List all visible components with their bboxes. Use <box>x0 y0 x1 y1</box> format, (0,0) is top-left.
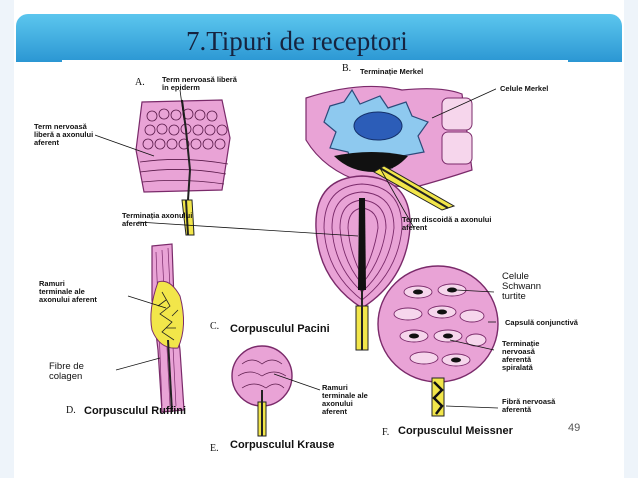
bg-stripe <box>0 0 14 478</box>
label-ruffini-branches: Ramuri terminale ale axonului aferent <box>36 278 100 306</box>
label-meissner: Corpusculul Meissner <box>398 425 513 437</box>
label-spiral-termination: Terminație nervoasă aferentă spiralată <box>502 340 539 372</box>
label-axon-termination: Terminația axonului aferent <box>122 212 192 228</box>
receptor-illustration <box>91 85 499 437</box>
label-ruffini: Corpusculul Ruffini <box>84 405 187 417</box>
label-line: Term nervoasă <box>34 122 87 131</box>
panel-f-meissner <box>377 265 499 417</box>
label-line: Fibră nervoasă <box>502 397 556 406</box>
label-line: Terminație <box>502 339 540 348</box>
panel-letter-d: D. <box>66 405 76 416</box>
label-schwann-cells: Celule Schwann turtite <box>502 272 541 302</box>
bg-stripe <box>624 0 638 478</box>
label-line: Ramuri <box>39 279 65 288</box>
label-line: aferent <box>34 137 60 147</box>
title-banner <box>16 14 622 62</box>
label-line: aferentă <box>502 354 532 364</box>
label-line: axonului <box>322 398 353 408</box>
panel-a-free-nerve-ending <box>135 99 231 236</box>
panel-e-krause <box>231 345 293 437</box>
label-line: liberă a axonului <box>34 129 94 139</box>
label-collagen-fibres: Fibre de colagen <box>46 360 87 384</box>
label-pacini: Corpusculul Pacini <box>230 323 330 335</box>
label-line: spiralată <box>502 362 533 372</box>
panel-letter-c: C. <box>210 321 220 332</box>
label-line: Term nervoasă liberă <box>162 75 237 84</box>
panel-letter-e: E. <box>210 443 219 454</box>
panel-c-pacini <box>315 175 411 351</box>
panel-d-ruffini <box>150 243 185 413</box>
label-line: axonului aferent <box>39 294 97 304</box>
label-line: Term discoidă a axonului <box>402 215 492 224</box>
label-afferent-fibre: Fibră nervoasă aferentă <box>502 398 555 414</box>
panel-letter-a: A. <box>135 77 145 88</box>
label-line: aferentă <box>502 404 532 414</box>
label-line: aferent <box>322 406 348 416</box>
label-line: aferent <box>122 218 148 228</box>
label-line: turtite <box>502 290 526 302</box>
label-line: Terminația axonului <box>122 211 193 220</box>
label-disc-termination: Term discoidă a axonului aferent <box>402 216 491 232</box>
panel-letter-f: F. <box>382 427 390 438</box>
label-line: nervoasă <box>502 346 535 356</box>
label-line: colagen <box>49 370 83 382</box>
receptor-figure: A. B. C. D. E. F. Term nervoasă liberă î… <box>32 60 581 458</box>
label-merkel-cells: Celule Merkel <box>496 84 572 94</box>
label-line: aferent <box>402 222 428 232</box>
slide-title: 7.Tipuri de receptori <box>186 26 408 56</box>
panel-b-merkel <box>305 85 473 211</box>
label-krause: Corpusculul Krause <box>230 439 335 451</box>
label-free-nerve-epidermis: Term nervoasă liberă în epiderm <box>162 76 237 92</box>
page-number: 49 <box>568 422 581 434</box>
label-line: Celule <box>502 271 529 282</box>
label-line: Fibre de <box>49 361 84 372</box>
label-line: terminale ale <box>322 390 368 400</box>
pointer-lines <box>91 87 499 409</box>
label-line: terminale ale <box>39 286 85 296</box>
label-line: în epiderm <box>162 82 200 92</box>
panel-letter-b: B. <box>342 63 352 74</box>
label-free-nerve-afferent: Term nervoasă liberă a axonului aferent <box>32 122 96 148</box>
label-line: Ramuri <box>322 383 348 392</box>
label-capsule: Capsulă conjunctivă <box>502 318 581 328</box>
label-krause-branches: Ramuri terminale ale axonului aferent <box>322 384 368 416</box>
label-merkel-termination: Terminație Merkel <box>360 67 424 76</box>
label-line: Schwann <box>502 280 542 292</box>
